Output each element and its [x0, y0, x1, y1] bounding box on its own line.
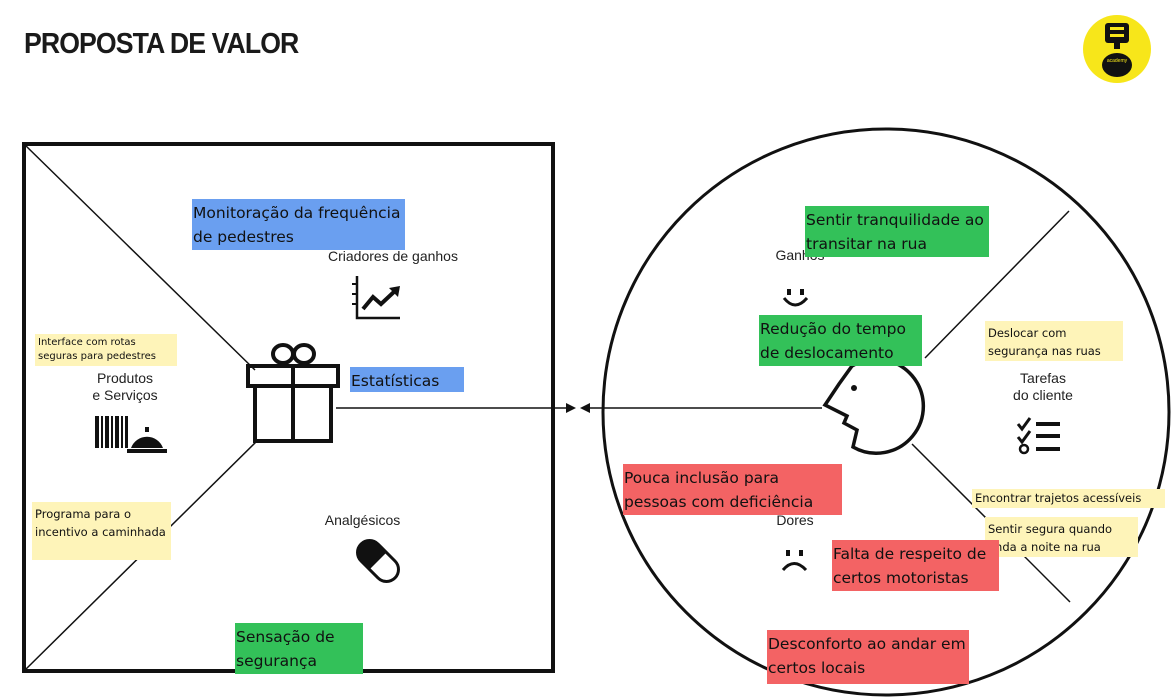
products-label-line1: Produtos [96, 370, 154, 386]
logo [1083, 15, 1151, 83]
logo-mark-icon [1102, 23, 1132, 77]
jobs-label-line1: Tarefas [1020, 370, 1066, 386]
gain-creators-label: Criadores de ganhos [328, 248, 458, 264]
smile-icon [782, 289, 809, 307]
note-sentir-segura: Sentir segura quando anda a noite na rua [985, 517, 1138, 557]
customer-profile-circle [601, 127, 1171, 697]
divider-line [23, 143, 256, 371]
arrow-head-icon [566, 403, 576, 413]
checklist-icon [1016, 417, 1060, 455]
jobs-label: Tarefas do cliente [998, 370, 1088, 404]
note-deslocar-seguranca: Deslocar com segurança nas ruas [985, 321, 1123, 361]
note-encontrar-trajetos: Encontrar trajetos acessíveis [972, 489, 1165, 508]
note-desconforto: Desconforto ao andar em certos locais [767, 630, 969, 684]
note-pouca-inclusao: Pouca inclusão para pessoas com deficiên… [623, 464, 842, 515]
gift-icon [246, 343, 340, 443]
page-title: PROPOSTA DE VALOR [24, 28, 299, 60]
logo-text: academy [1106, 58, 1128, 64]
trend-chart-icon [352, 276, 400, 320]
note-sensacao-seguranca: Sensação de segurança [235, 623, 363, 674]
frown-icon [781, 550, 808, 572]
note-falta-respeito: Falta de respeito de certos motoristas [832, 540, 999, 591]
note-programa-caminhada: Programa para o incentivo a caminhada [32, 502, 171, 560]
products-label-line2: e Serviços [92, 387, 158, 403]
note-reducao-tempo: Redução do tempo de deslocamento [759, 315, 922, 366]
pain-relievers-label: Analgésicos [324, 512, 401, 528]
note-estatisticas: Estatísticas [350, 367, 464, 392]
face-profile-icon [822, 357, 926, 455]
jobs-label-line2: do cliente [1013, 387, 1073, 403]
arrow-head-icon [580, 403, 590, 413]
products-label: Produtos e Serviços [70, 370, 180, 404]
note-sentir-tranquilidade: Sentir tranquilidade ao transitar na rua [805, 206, 989, 257]
note-monitoracao: Monitoração da frequência de pedestres [192, 199, 405, 250]
barcode-bell-icon [95, 416, 167, 453]
divider-line [924, 210, 1070, 359]
pains-label: Dores [776, 512, 814, 528]
pill-icon [356, 539, 400, 583]
note-interface-rotas: Interface com rotas seguras para pedestr… [35, 334, 177, 366]
